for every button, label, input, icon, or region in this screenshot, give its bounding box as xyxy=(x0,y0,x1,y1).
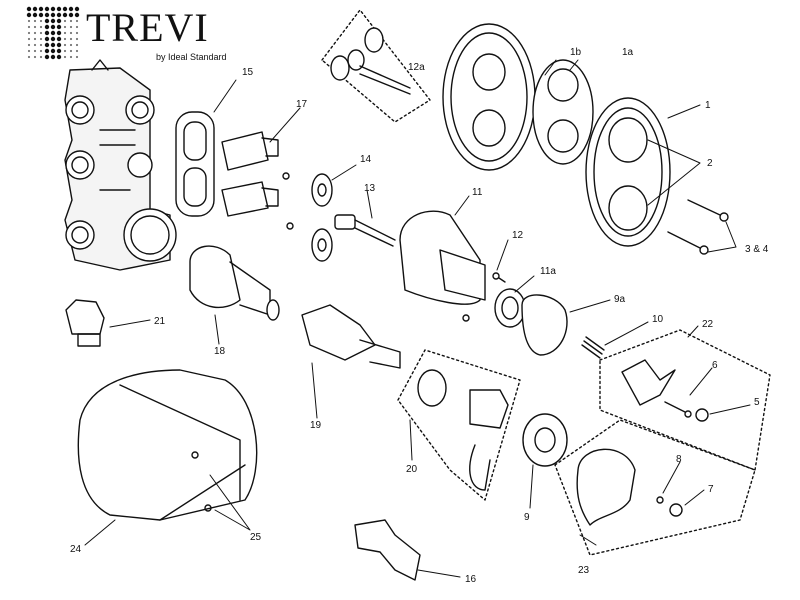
part-3-4-screws xyxy=(667,199,729,255)
label-24: 24 xyxy=(70,544,82,555)
part-17-cartridges xyxy=(221,131,294,230)
part-13-spindle xyxy=(334,214,396,247)
part-24-cover-box xyxy=(77,369,258,521)
brand: TREVI by Ideal Standard xyxy=(86,5,227,63)
trevi-logo-mark xyxy=(26,6,80,60)
part-19-diverter xyxy=(301,304,401,369)
label-10: 10 xyxy=(652,314,664,325)
part-12-screws xyxy=(462,272,506,322)
label-5: 5 xyxy=(754,397,760,408)
label-9a: 9a xyxy=(614,294,626,305)
part-14-gears xyxy=(311,173,333,262)
part-9-bonnet xyxy=(522,413,568,467)
label-13: 13 xyxy=(364,183,376,194)
part-18-cartridge xyxy=(189,245,280,321)
part-1a-gasket xyxy=(532,59,594,165)
label-12a: 12a xyxy=(408,62,425,73)
part-12a-spindle-set xyxy=(321,9,431,123)
label-21: 21 xyxy=(154,316,166,327)
label-8: 8 xyxy=(676,454,682,465)
label-14: 14 xyxy=(360,154,372,165)
label-3-4: 3 & 4 xyxy=(745,244,769,255)
label-1a: 1a xyxy=(622,47,634,58)
label-1b: 1b xyxy=(570,47,582,58)
part-20-diverter-set xyxy=(397,349,521,501)
label-20: 20 xyxy=(406,464,418,475)
part-1-faceplate xyxy=(585,97,671,247)
label-11: 11 xyxy=(472,187,483,198)
part-23-lever-set xyxy=(554,419,756,556)
label-12: 12 xyxy=(512,230,524,241)
part-16-nipple xyxy=(354,519,421,581)
label-22: 22 xyxy=(702,319,714,330)
part-11a-ring xyxy=(494,288,526,328)
part-1b-backplate xyxy=(442,23,536,171)
label-19: 19 xyxy=(310,420,322,431)
label-18: 18 xyxy=(214,346,226,357)
label-15: 15 xyxy=(242,67,254,78)
part-22-handle-set xyxy=(599,329,771,471)
brand-subtitle: by Ideal Standard xyxy=(156,52,227,62)
brand-name: TREVI xyxy=(86,5,209,50)
label-2: 2 xyxy=(707,158,713,169)
part-21-nut xyxy=(65,299,105,347)
label-6: 6 xyxy=(712,360,718,371)
label-7: 7 xyxy=(708,484,714,495)
label-9: 9 xyxy=(524,512,530,523)
part-11-housing xyxy=(399,210,486,305)
part-10-spring xyxy=(581,336,605,359)
label-23: 23 xyxy=(578,565,590,576)
part-15-valve-body xyxy=(64,59,177,271)
part-25-screws xyxy=(191,451,212,512)
part-9a-bonnet xyxy=(521,294,568,356)
leader-lines xyxy=(84,59,751,578)
label-17: 17 xyxy=(296,99,308,110)
label-25: 25 xyxy=(250,532,262,543)
label-16: 16 xyxy=(465,574,477,585)
label-1: 1 xyxy=(705,100,711,111)
part-15-gasket xyxy=(175,111,215,217)
label-11a: 11a xyxy=(540,266,556,277)
